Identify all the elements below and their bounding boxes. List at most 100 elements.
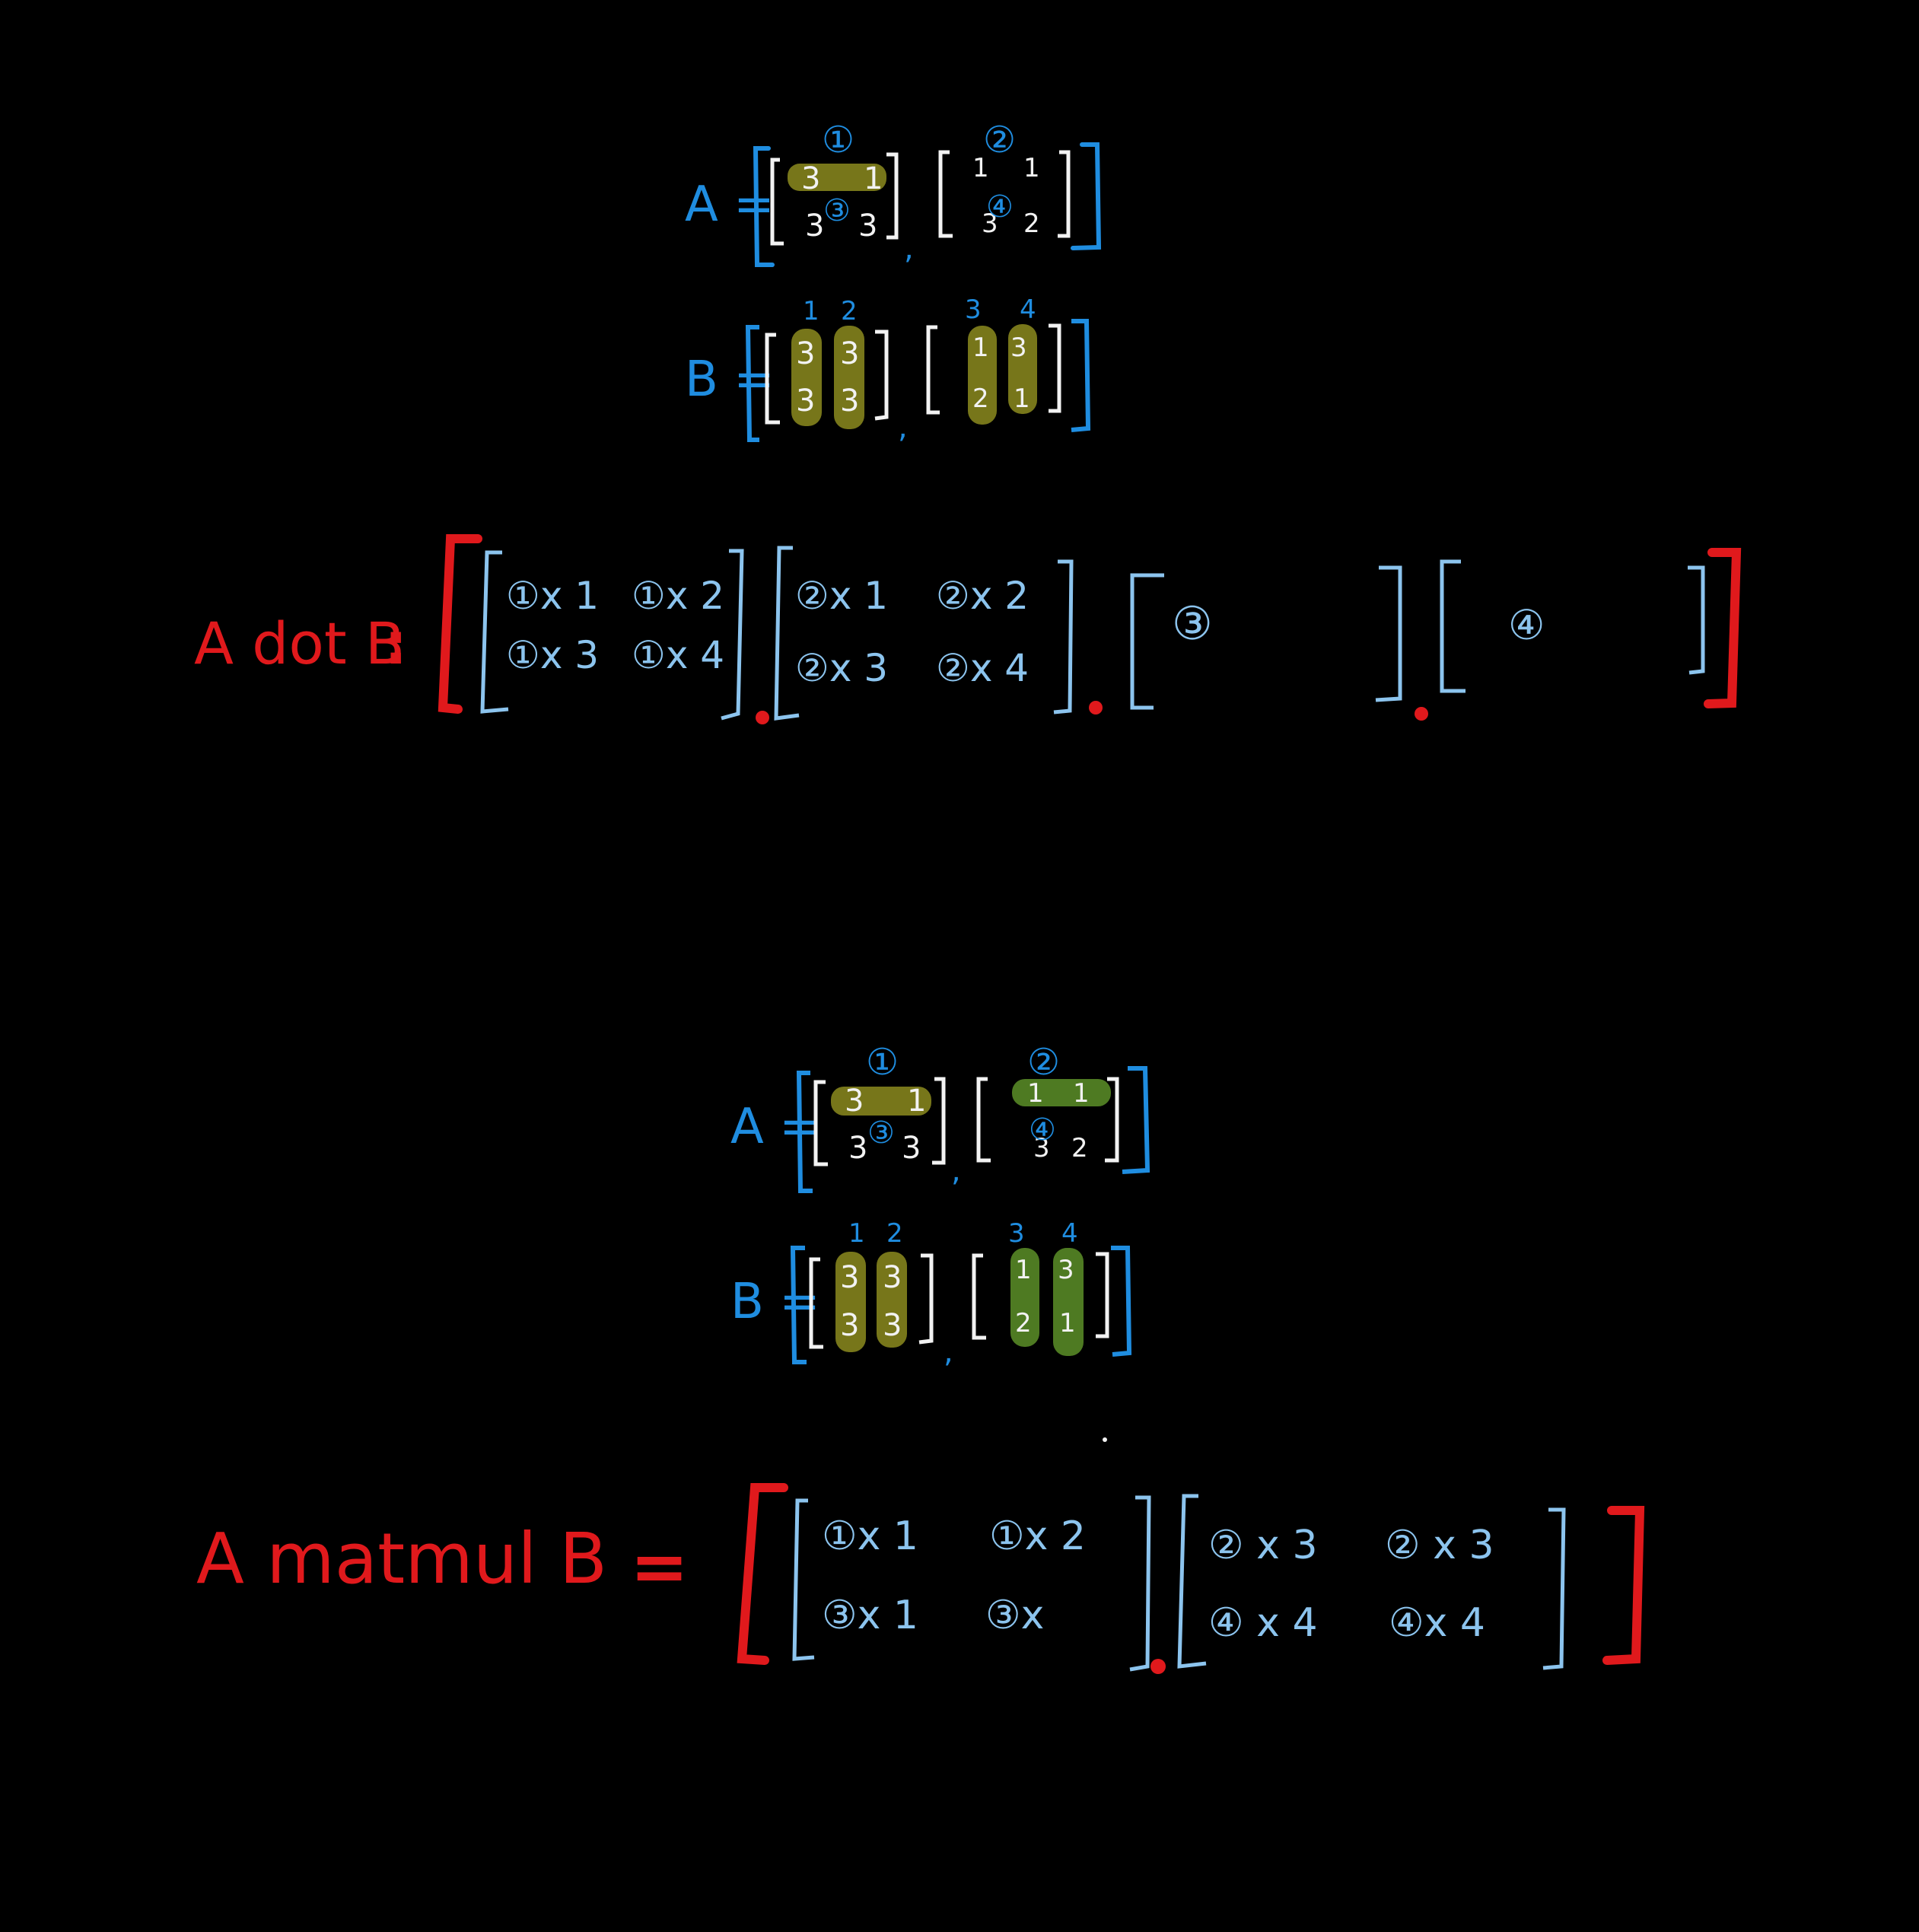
section2-b-m2-r1c1: 1 xyxy=(1015,1255,1032,1285)
section1-comma-1 xyxy=(756,711,769,724)
section1-result-bracket-right xyxy=(1704,548,1742,708)
section1-a-m2-tag: ② xyxy=(983,119,1016,161)
section1-b3-circ: ③ xyxy=(1172,597,1213,651)
stray-dot xyxy=(1103,1437,1107,1442)
section1-b2-cell-1: ②x 1 xyxy=(795,574,888,618)
section1-b-m2-r1c2: 3 xyxy=(1010,333,1027,363)
section1-b3-bracket-left xyxy=(1130,573,1164,710)
section1-a-m2-r2c2: 2 xyxy=(1023,208,1040,239)
section2-a-comma: , xyxy=(951,1154,961,1189)
section1-a-m2-r1c2: 1 xyxy=(1023,153,1040,183)
section1-a-m1-tag: ① xyxy=(822,119,854,161)
section2-a-m1-r2c2: 3 xyxy=(902,1131,921,1166)
section2-a-outer-bracket-right xyxy=(1122,1066,1150,1174)
section2-a-m1-r2c1: 3 xyxy=(848,1131,867,1166)
section1-b1-cell-1: ①x 1 xyxy=(506,574,599,618)
section1-b-m1-r2c1: 3 xyxy=(796,384,815,419)
section1-b-col-tag-2: 2 xyxy=(841,296,858,326)
section2-b2-cell-3: ④ x 4 xyxy=(1208,1600,1318,1646)
section1-b4-circ: ④ xyxy=(1508,601,1545,649)
section2-b-outer-bracket-left xyxy=(790,1246,807,1364)
section2-b1-bracket-right xyxy=(1129,1495,1151,1672)
section1-b-comma: , xyxy=(898,410,908,445)
section1-a-m1-r1c1: 3 xyxy=(801,161,820,196)
section1-a-m2-r2c1: 3 xyxy=(982,208,998,239)
section2-a-m2-bracket-left xyxy=(976,1077,991,1163)
section2-a-m1-bracket-left xyxy=(813,1080,828,1167)
section1-b-m1-bracket-left xyxy=(765,333,780,425)
section2-a-m1-tag: ① xyxy=(866,1041,899,1084)
section1-b2-bracket-right xyxy=(1053,559,1074,715)
section2-b-m1-bracket-right xyxy=(918,1253,934,1345)
section2-a-m2-row-marker: ④ xyxy=(1029,1112,1056,1147)
section1-b-col2-highlight xyxy=(834,326,864,429)
section2-b-m2-r2c2: 1 xyxy=(1059,1308,1076,1338)
section1-b1-bracket-right xyxy=(721,549,744,721)
section1-a-m1-r2c1: 3 xyxy=(805,208,824,243)
section1-b-col4-highlight xyxy=(1008,324,1037,414)
section2-b-m1-r1c2: 3 xyxy=(883,1260,902,1295)
section1-a-m1-r2c2: 3 xyxy=(858,208,877,243)
section1-comma-3 xyxy=(1415,707,1428,721)
section1-b1-cell-4: ①x 4 xyxy=(632,633,724,677)
section2-b-m1-r2c1: 3 xyxy=(840,1308,859,1343)
section1-a-row-highlight xyxy=(788,164,886,191)
section1-b-m2-r1c1: 1 xyxy=(972,333,989,363)
section1-a-m1-row-marker: ③ xyxy=(823,193,851,228)
section1-b-outer-bracket-left xyxy=(745,325,759,442)
section1-a-m2-bracket-right xyxy=(1058,150,1071,238)
section2-matrix-a: A = 3 1 3 3 ① ③ , 1 1 3 2 ② ④ xyxy=(730,1041,1150,1193)
section2-a-outer-bracket-left xyxy=(796,1071,813,1193)
section2-result-equals: = xyxy=(630,1526,689,1607)
section1-b-col-tag-1: 1 xyxy=(803,296,819,326)
section1-result: A dot B : ①x 1 ①x 2 ①x 3 ①x 4 ②x 1 ②x 2 … xyxy=(194,534,1742,724)
section2-a-m1-row-marker: ③ xyxy=(867,1116,895,1151)
section2-a-m1-r1c1: 3 xyxy=(845,1084,864,1119)
section2-a-m2-r1c1: 1 xyxy=(1027,1078,1044,1109)
section2-result-label: A matmul B xyxy=(196,1518,607,1599)
section1-b-col-tag-4: 4 xyxy=(1020,294,1036,325)
section2-a-m2-tag: ② xyxy=(1027,1041,1060,1084)
section2-result-bracket-right xyxy=(1602,1506,1645,1665)
section1-a-m1-bracket-right xyxy=(886,152,899,240)
section2-b-col3-highlight xyxy=(1010,1248,1039,1347)
section2-b-m2-bracket-right xyxy=(1096,1252,1109,1338)
section1-a-m2-row-marker: ④ xyxy=(986,189,1014,224)
section2-b-col-tag-2: 2 xyxy=(886,1218,903,1249)
section2-b2-bracket-left xyxy=(1177,1494,1207,1669)
section1-b-col-tag-3: 3 xyxy=(965,294,982,325)
section2-b-col1-highlight xyxy=(835,1252,866,1352)
section2-b1-cell-1: ①x 1 xyxy=(822,1513,918,1559)
section1-b3-bracket-right xyxy=(1375,565,1402,702)
section1-result-label: A dot B xyxy=(194,610,405,677)
section1-result-equals: : xyxy=(384,610,407,677)
section2-b2-cell-2: ② x 3 xyxy=(1385,1523,1494,1568)
section2-result-bracket-left xyxy=(737,1483,788,1665)
section1-a-m1-bracket-left xyxy=(770,158,784,246)
section2-b-m2-r2c1: 2 xyxy=(1015,1308,1032,1338)
section2-b1-cell-3: ③x 1 xyxy=(822,1593,918,1638)
section1-b-m2-r2c2: 1 xyxy=(1014,384,1030,414)
section2-comma xyxy=(1150,1659,1166,1674)
section2-a-row1-highlight xyxy=(831,1087,931,1116)
section2-b-m1-r1c1: 3 xyxy=(840,1260,859,1295)
section1-b-col3-highlight xyxy=(968,326,997,425)
section2-b1-bracket-left xyxy=(792,1498,815,1661)
section1-b4-bracket-right xyxy=(1688,565,1705,675)
section1-matrix-b: B = 3 3 3 3 1 2 , 1 3 2 1 3 4 xyxy=(685,294,1091,445)
section2-b-comma: , xyxy=(944,1335,953,1370)
section2-a-m2-r2c2: 2 xyxy=(1071,1133,1088,1163)
section2-b1-cell-2: ①x 2 xyxy=(989,1513,1086,1559)
section2-b1-cell-4: ③x xyxy=(985,1593,1044,1638)
section2-b2-cell-1: ② x 3 xyxy=(1208,1523,1318,1568)
section1-b-m1-r2c2: 3 xyxy=(840,384,859,419)
section1-b2-bracket-left xyxy=(774,546,800,721)
section1-comma-2 xyxy=(1089,701,1103,715)
section2-result: A matmul B = ①x 1 ①x 2 ③x 1 ③x ② x 3 ② x… xyxy=(196,1483,1645,1674)
section2-a-m1-bracket-right xyxy=(932,1077,946,1165)
section2-b-col-tag-3: 3 xyxy=(1008,1218,1025,1249)
section1-matrix-a: A = 3 1 3 3 ① ③ , 1 1 3 2 ② ④ xyxy=(685,119,1102,267)
section1-b-label: B = xyxy=(685,352,775,408)
section1-b-m2-bracket-right xyxy=(1049,323,1061,413)
